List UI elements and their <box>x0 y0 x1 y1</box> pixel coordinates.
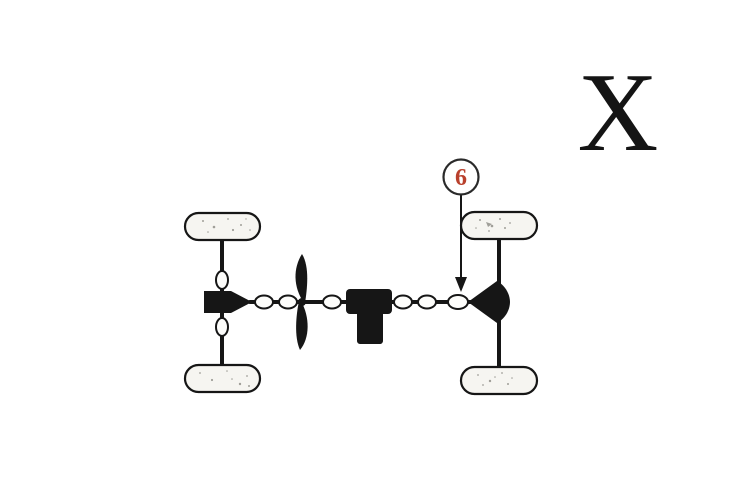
front-final-drive <box>204 291 252 313</box>
callout-number: 6 <box>455 165 467 191</box>
callout-arrowhead <box>455 277 467 292</box>
wheel-texture <box>475 218 511 232</box>
shaft-joint-4 <box>393 294 413 310</box>
flexible-coupling <box>295 254 308 350</box>
answer-letter: X <box>578 51 659 175</box>
front-axle-joint-upper <box>215 270 229 290</box>
wheel-texture <box>477 372 513 386</box>
shaft-joint-5 <box>417 294 437 310</box>
front-left-wheel <box>183 211 262 242</box>
rear-final-drive <box>468 281 510 323</box>
front-right-wheel <box>183 363 262 394</box>
shaft-joint-3 <box>322 294 342 310</box>
wheel-texture <box>202 218 251 233</box>
rear-right-wheel <box>459 365 539 396</box>
front-axle-joint-lower <box>215 317 229 337</box>
rear-left-wheel <box>459 210 539 241</box>
shaft-joint-1 <box>254 294 274 310</box>
wheel-texture <box>199 370 250 387</box>
shaft-joint-2 <box>278 294 298 310</box>
engine-gearbox-block <box>346 289 392 344</box>
callout: 6 <box>442 158 480 292</box>
shaft-joint-6 <box>447 294 469 310</box>
callout-circle <box>442 158 480 196</box>
